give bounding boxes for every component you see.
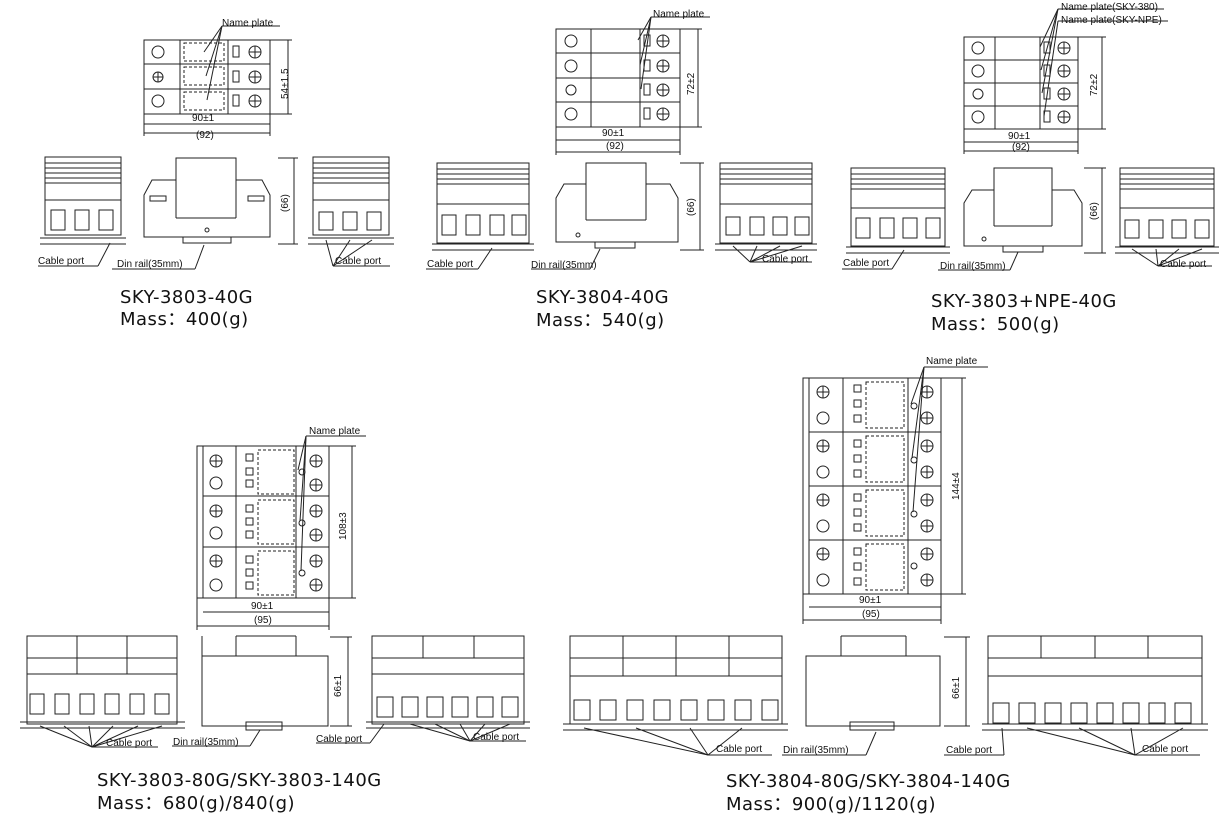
- height-dimension: 72±2: [1089, 73, 1100, 96]
- p1-top-view: [143, 25, 292, 136]
- product-mass: Mass：900(g)/1120(g): [726, 794, 936, 815]
- name-plate-sky380-label: Name plate(SKY-380): [1061, 2, 1158, 13]
- din-rail-label: Din rail(35mm): [783, 745, 849, 756]
- overall-width-dimension: (92): [196, 130, 214, 141]
- width-dimension: 90±1: [859, 595, 882, 606]
- product-model: SKY-3803+NPE-40G: [931, 291, 1117, 312]
- width-dimension: 90±1: [1008, 131, 1031, 142]
- height-dimension: 72±2: [686, 72, 697, 95]
- width-dimension: 90±1: [251, 601, 274, 612]
- name-plate-label: Name plate: [653, 9, 705, 20]
- product-model: SKY-3804-40G: [536, 287, 670, 308]
- depth-dimension: (66): [1089, 202, 1100, 220]
- name-plate-skynpe-label: Name plate(SKY-NPE): [1061, 15, 1162, 26]
- product-mass: Mass：680(g)/840(g): [97, 793, 296, 814]
- width-dimension: 90±1: [602, 128, 625, 139]
- cable-port-label: Cable port: [843, 258, 890, 269]
- cable-port-label: Cable port: [762, 254, 809, 265]
- depth-dimension: (66): [280, 194, 291, 212]
- cable-port-label: Cable port: [946, 745, 993, 756]
- product-model: SKY-3803-80G/SKY-3803-140G: [97, 770, 382, 791]
- p2-side-views: [426, 162, 817, 270]
- p3-side-views: [842, 167, 1219, 271]
- width-dimension: 90±1: [192, 113, 215, 124]
- cable-port-label: Cable port: [316, 734, 363, 745]
- name-plate-label: Name plate: [926, 356, 978, 367]
- p5-side-views: [563, 635, 1208, 756]
- din-rail-label: Din rail(35mm): [531, 260, 597, 271]
- din-rail-label: Din rail(35mm): [117, 259, 183, 270]
- product-model: SKY-3804-80G/SKY-3804-140G: [726, 771, 1011, 792]
- height-dimension: 54±1.5: [280, 68, 291, 99]
- cable-port-label: Cable port: [716, 744, 763, 755]
- p1-side-views: [38, 156, 394, 270]
- cable-port-label: Cable port: [1142, 744, 1189, 755]
- din-rail-label: Din rail(35mm): [173, 737, 239, 748]
- depth-dimension: (66): [686, 198, 697, 216]
- p4-top-view: [196, 435, 366, 630]
- name-plate-label: Name plate: [222, 18, 274, 29]
- name-plate-label: Name plate: [309, 426, 361, 437]
- product-mass: Mass：500(g): [931, 314, 1060, 335]
- cable-port-label: Cable port: [1160, 259, 1207, 270]
- height-dimension: 144±4: [951, 472, 962, 500]
- din-rail-label: Din rail(35mm): [940, 261, 1006, 272]
- overall-width-dimension: (95): [862, 609, 880, 620]
- p5-top-view: [802, 366, 988, 624]
- cable-port-label: Cable port: [427, 259, 474, 270]
- p4-side-views: [20, 635, 530, 748]
- overall-width-dimension: (95): [254, 615, 272, 626]
- product-mass: Mass：540(g): [536, 310, 665, 331]
- cable-port-label: Cable port: [106, 738, 153, 749]
- cable-port-label: Cable port: [335, 256, 382, 267]
- overall-width-dimension: (92): [606, 141, 624, 152]
- product-model: SKY-3803-40G: [120, 287, 254, 308]
- p3-top-view: [963, 8, 1168, 154]
- depth-dimension: 66±1: [333, 674, 344, 697]
- product-mass: Mass：400(g): [120, 309, 249, 330]
- p2-top-view: [555, 16, 710, 155]
- overall-width-dimension: (92): [1012, 142, 1030, 153]
- depth-dimension: 66±1: [951, 676, 962, 699]
- cable-port-label: Cable port: [473, 732, 520, 743]
- height-dimension: 108±3: [338, 512, 349, 540]
- cable-port-label: Cable port: [38, 256, 85, 267]
